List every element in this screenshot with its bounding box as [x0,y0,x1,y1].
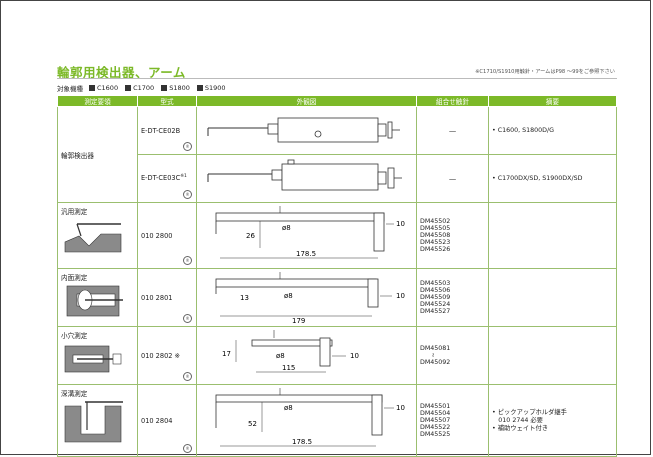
header-model: 型式 [137,95,197,107]
title-divider [57,78,617,79]
summary-cell [488,268,617,327]
summary-cell [488,202,617,269]
arm-drawing: 13 ø8 10 179 [215,271,405,325]
drawing-cell: 52 ø8 10 178.5 [196,384,417,457]
table-row: 小穴測定 010 2802 ※® 17 ø8 10 115 [57,326,617,385]
certified-mark-icon: ® [183,190,192,199]
drawing-cell: 13 ø8 10 179 [196,268,417,327]
models-label: 対象機種 [57,85,83,93]
drawing-cell: 26 ø8 10 178.5 [196,202,417,269]
table-row: 汎用測定 010 2800® 26 ø8 10 178.5 [57,202,617,269]
probes-cell: ― [416,154,489,203]
reference-note: ※C1710/S1910用触針・アームはP98 〜99をご参照下さい [475,69,615,75]
svg-text:ø8: ø8 [276,352,285,360]
drawing-cell: 17 ø8 10 115 [196,326,417,385]
model-item: C1700 [125,84,154,92]
measurement-illustration [64,401,123,443]
arm-drawing: 26 ø8 10 178.5 [215,205,405,258]
header-probes: 組合せ触針 [416,95,489,107]
square-bullet-icon [161,85,168,91]
page-title: 輪郭用検出器、アーム [57,65,186,80]
model-cell: 010 2804® [137,384,197,457]
model-item: S1800 [161,84,190,92]
certified-mark-icon: ® [183,372,192,381]
measurement-illustration [66,285,123,317]
svg-text:178.5: 178.5 [292,438,312,446]
table-row: E-DT-CE03C※1® ― • C1700DX/SD, S1900DX/SD [58,154,617,203]
summary-cell [488,326,617,385]
certified-mark-icon: ® [183,314,192,323]
certified-mark-icon: ® [183,444,192,453]
table-header-row: 測定要領 型式 外観図 組合せ触針 摘要 [57,95,617,107]
model-cell: 010 2800® [137,202,197,269]
header-drawing: 外観図 [196,95,417,107]
model-cell: 010 2801® [137,268,197,327]
spec-table: 測定要領 型式 外観図 組合せ触針 摘要 輪郭検出器 E-DT-CE02B® ―… [57,95,617,457]
svg-text:10: 10 [396,404,405,412]
svg-text:10: 10 [350,352,359,360]
category-cell: 小穴測定 [57,326,138,385]
summary-cell: • C1700DX/SD, S1900DX/SD [488,154,617,203]
drawing-cell [196,106,417,155]
table-row: 内面測定 010 2801® 13 ø8 10 179 [57,268,617,327]
model-cell: E-DT-CE03C※1® [137,154,197,203]
svg-text:17: 17 [222,350,231,358]
probes-cell: DM45081≀DM45092 [416,326,489,385]
square-bullet-icon [196,85,203,91]
table-row: 深溝測定 010 2804® 52 ø8 10 178.5 [57,384,617,457]
drawing-cell [196,154,417,203]
svg-text:26: 26 [246,232,255,240]
summary-cell: • ピックアップホルダ継手 010 2744 必要• 補助ウェイト付き [488,384,617,457]
svg-text:ø8: ø8 [284,292,293,300]
model-cell: 010 2802 ※® [137,326,197,385]
measurement-illustration [64,223,122,253]
probes-cell: ― [416,106,489,155]
svg-text:ø8: ø8 [284,404,293,412]
svg-text:52: 52 [248,420,257,428]
certified-mark-icon: ® [183,142,192,151]
svg-text:115: 115 [282,364,295,372]
category-cell: 内面測定 [57,268,138,327]
header-method: 測定要領 [57,95,138,107]
detector-drawing [207,159,402,190]
square-bullet-icon [125,85,132,91]
svg-text:179: 179 [292,317,305,324]
svg-text:ø8: ø8 [282,224,291,232]
svg-text:13: 13 [240,294,249,302]
svg-text:10: 10 [396,220,405,228]
target-models: 対象機種 C1600 C1700 S1800 S1900 [57,83,233,93]
model-item: C1600 [89,84,118,92]
measurement-illustration [64,345,122,373]
svg-text:178.5: 178.5 [296,250,316,258]
summary-cell: • C1600, S1800D/G [488,106,617,155]
svg-text:10: 10 [396,292,405,300]
category-cell: 深溝測定 [57,384,138,457]
detector-drawing [207,117,400,142]
model-cell: E-DT-CE02B® [137,106,197,155]
square-bullet-icon [89,85,95,91]
arm-drawing: 17 ø8 10 115 [222,329,359,372]
arm-drawing: 52 ø8 10 178.5 [215,387,405,446]
model-item: S1900 [196,84,226,92]
category-cell: 輪郭検出器 [57,106,138,203]
header-summary: 摘要 [488,95,617,107]
certified-mark-icon: ® [183,256,192,265]
table-row: 輪郭検出器 E-DT-CE02B® ― • C1600, S1800D/G [57,106,617,203]
category-cell: 汎用測定 [57,202,138,269]
